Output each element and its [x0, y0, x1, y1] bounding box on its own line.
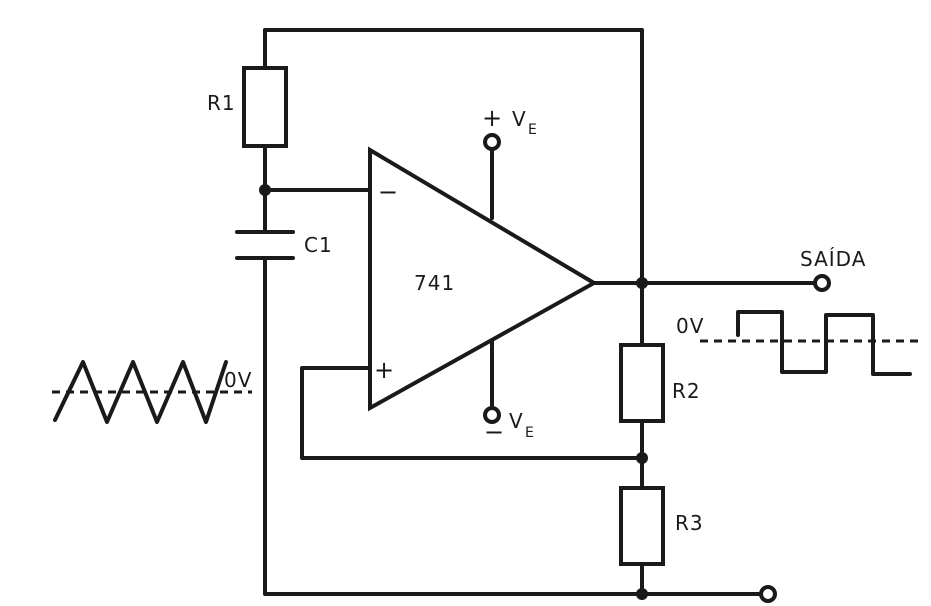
label-supply-plus-main: V — [512, 107, 527, 131]
label-supply-plus-prefix: + — [482, 104, 502, 132]
label-ov-triangle: 0V — [224, 368, 252, 392]
label-supply-minus-main: V — [509, 409, 524, 433]
junction-ground — [636, 588, 648, 600]
feedback-wire — [300, 366, 644, 460]
label-ov-square: 0V — [676, 314, 704, 338]
label-inverting-input: − — [378, 178, 398, 206]
label-output: SAÍDA — [800, 247, 866, 271]
square-wave-trace — [736, 310, 912, 376]
resistor-r2 — [619, 343, 665, 423]
supply-plus-terminal — [483, 133, 501, 151]
triangle-waveform — [52, 360, 252, 424]
label-c1: C1 — [304, 233, 333, 257]
label-supply-minus-sub: E — [525, 425, 534, 441]
ground-terminal — [759, 585, 777, 603]
label-opamp: 741 — [414, 271, 455, 295]
label-r3: R3 — [675, 511, 704, 535]
label-r2: R2 — [672, 379, 701, 403]
label-r1: R1 — [207, 91, 236, 115]
output-terminal — [813, 274, 831, 292]
label-supply-plus-sub: E — [528, 122, 537, 138]
opamp-741 — [368, 146, 599, 412]
label-noninverting-input: + — [374, 356, 394, 384]
supply-minus-terminal — [483, 406, 501, 424]
square-waveform — [700, 310, 918, 376]
wires — [263, 28, 817, 596]
label-supply-minus-prefix: − — [484, 418, 504, 446]
capacitor-c1 — [235, 230, 295, 260]
junction-r1-c1 — [259, 184, 271, 196]
top-wire — [263, 28, 644, 285]
left-rail-lower — [263, 256, 764, 596]
resistor-r1 — [242, 66, 288, 148]
resistor-r3 — [619, 486, 665, 566]
junction-output — [636, 277, 648, 289]
triangle-wave-trace — [53, 360, 228, 424]
junction-feedback — [636, 452, 648, 464]
